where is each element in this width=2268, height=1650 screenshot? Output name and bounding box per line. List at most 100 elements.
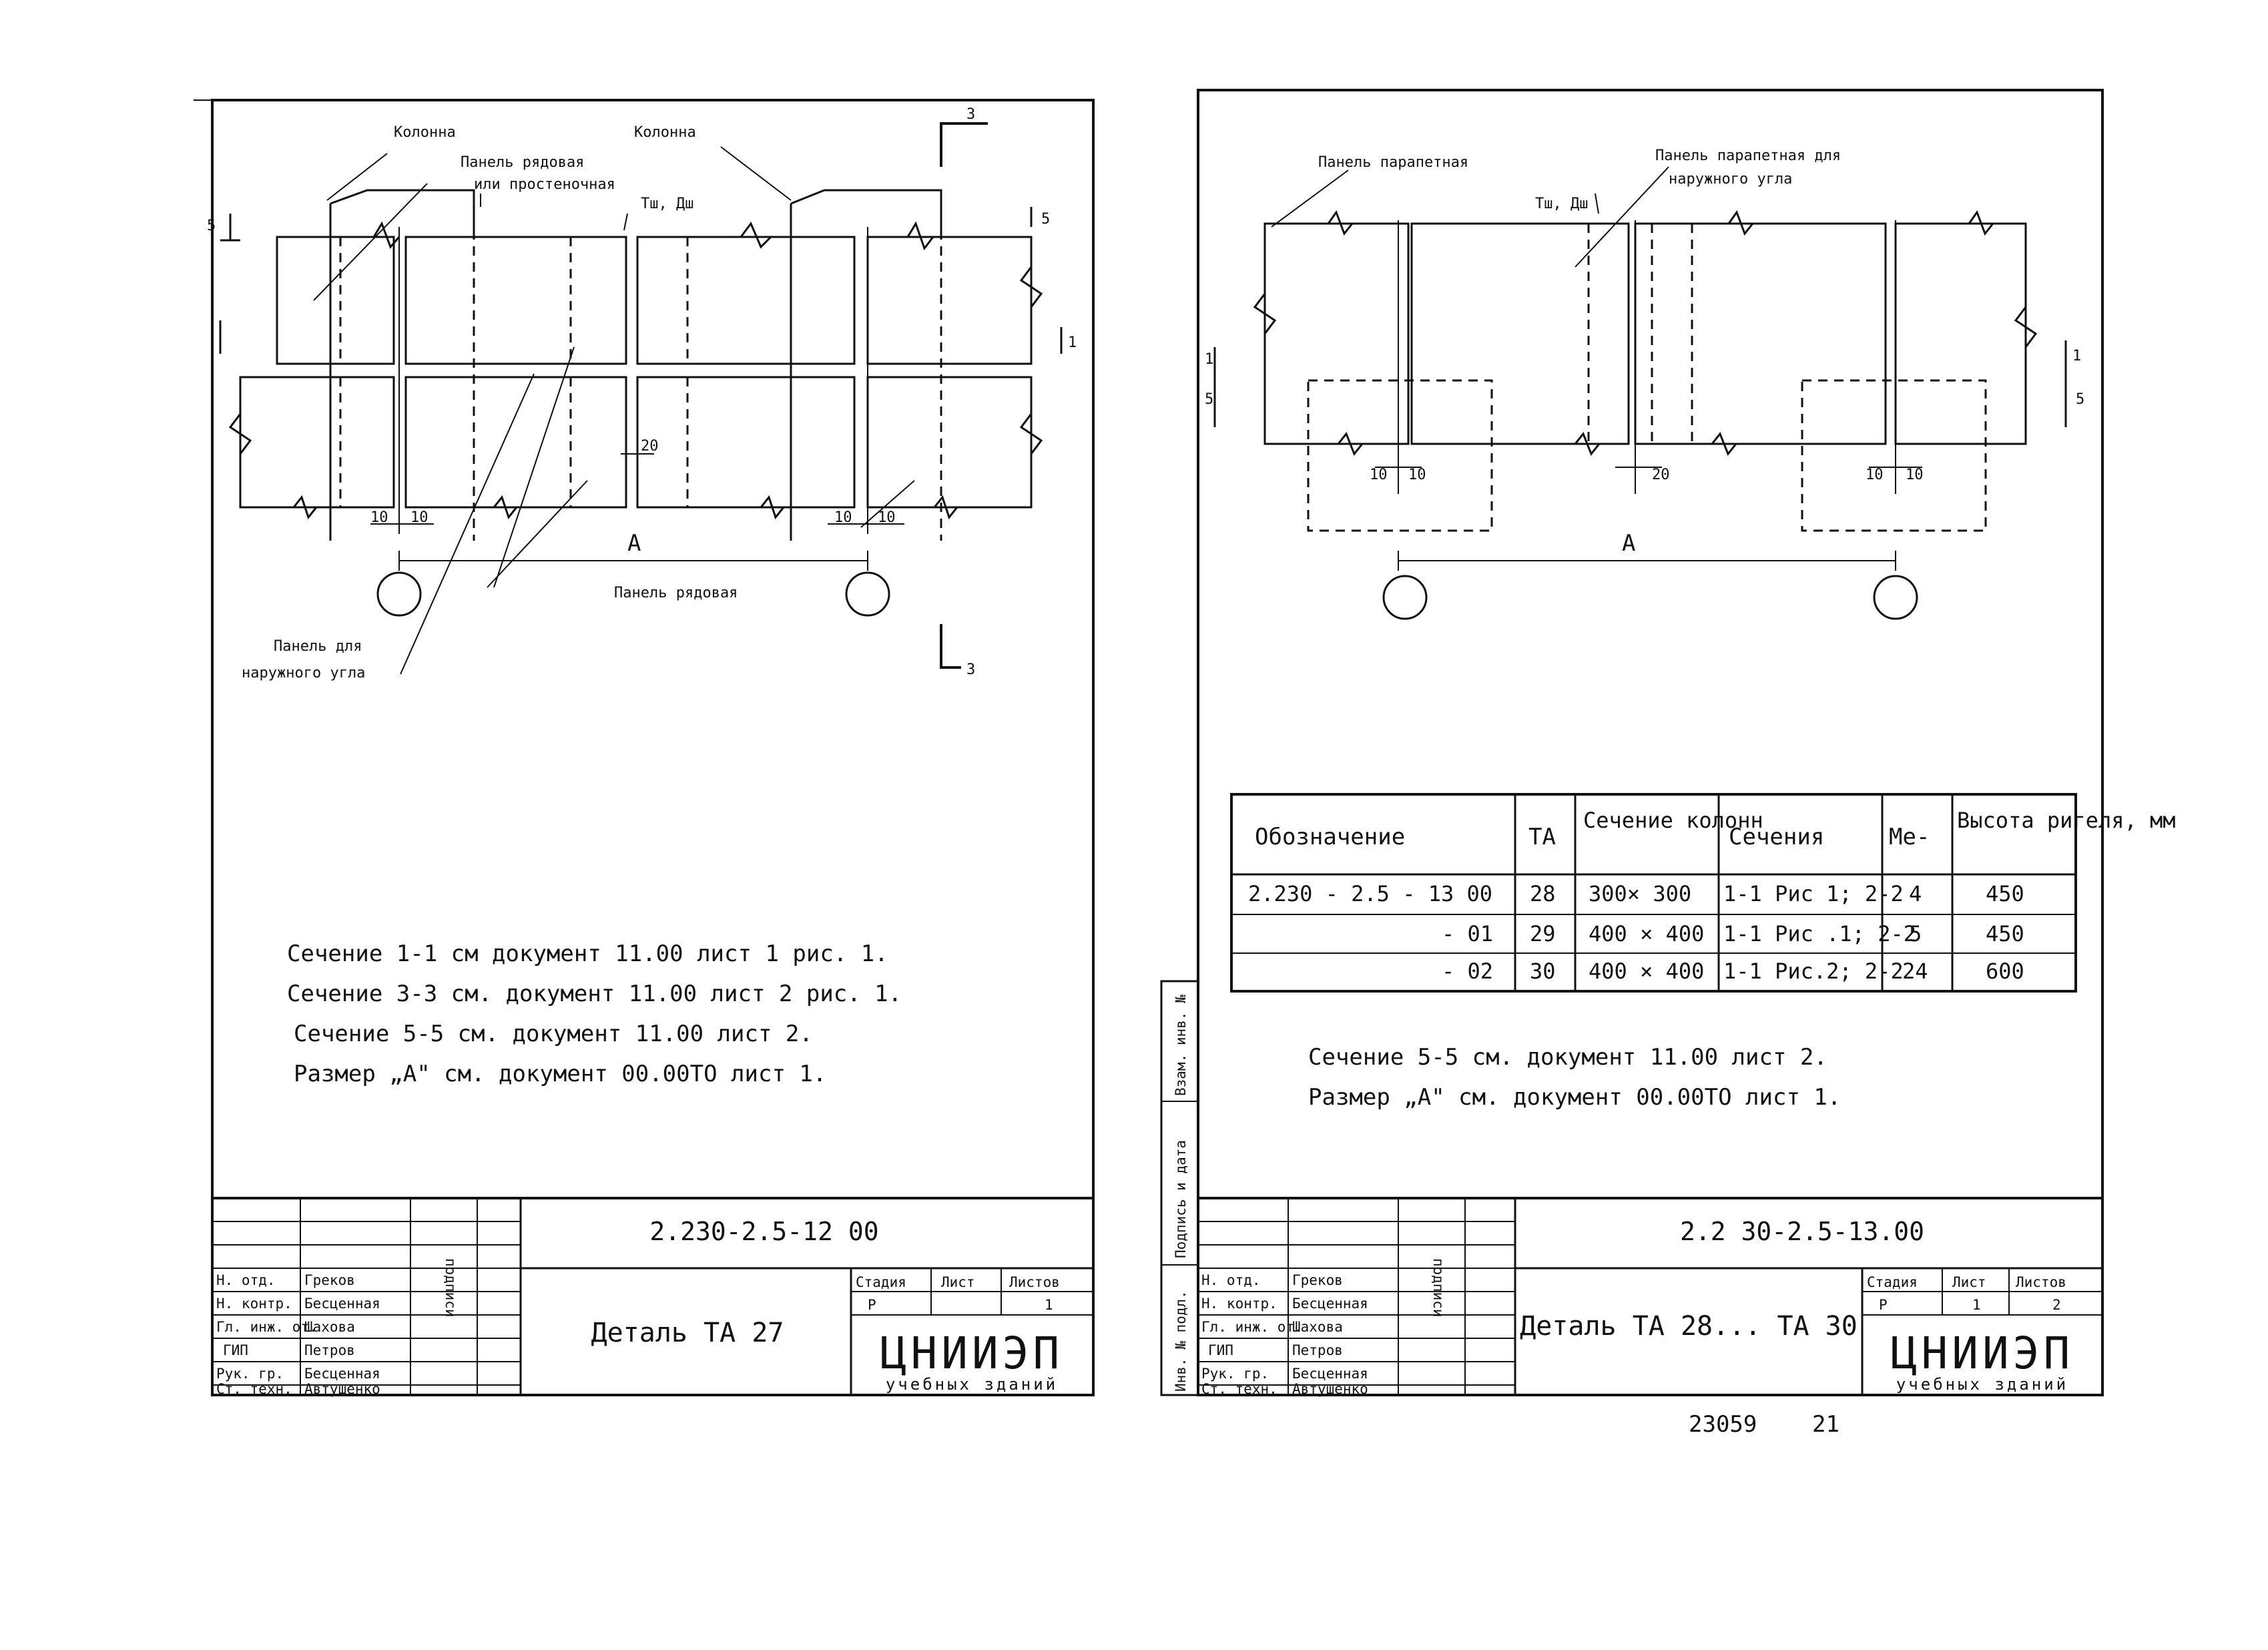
- role-name: Греков: [304, 1272, 355, 1288]
- label-panel-corner: Панель для: [274, 638, 362, 655]
- dim-10-label: 10: [1866, 467, 1884, 483]
- mark-1-right: 1: [2072, 348, 2081, 364]
- role-name: Шахова: [1292, 1319, 1343, 1335]
- dashed-columns: [1307, 220, 1987, 532]
- role-name: Греков: [1292, 1272, 1343, 1288]
- role-label: Гл. инж. от.: [216, 1319, 318, 1335]
- stage-header: Стадия: [856, 1274, 906, 1290]
- dimension-a: [370, 453, 904, 571]
- label-kolonna-right: Колонна: [634, 124, 696, 141]
- label-tsh-dsh-2: Тш, Дш: [1535, 196, 1588, 212]
- table-header: Сечения: [1729, 824, 1824, 850]
- mark-3-bottom: 3: [966, 661, 975, 678]
- role-label: Ст. техн.: [216, 1381, 292, 1397]
- table-cell: 29: [1530, 921, 1556, 946]
- parapet-panels: [1253, 210, 2038, 456]
- role-name: Бесценная: [304, 1296, 380, 1312]
- role-label: Гл. инж. от.: [1201, 1319, 1303, 1335]
- signature-column: подписи: [1430, 1258, 1446, 1318]
- role-name: Бесценная: [1292, 1296, 1368, 1312]
- sheet-1-frame: [211, 99, 1095, 1396]
- mark-5-left: 5: [207, 218, 216, 234]
- table-header: Сечение колонн: [1583, 808, 1763, 833]
- table-cell: 1-1 Рис .1; 2-2: [1723, 921, 1916, 946]
- role-label: Н. контр.: [216, 1296, 292, 1312]
- leaders: [313, 146, 915, 675]
- table-cell: - 02: [1442, 958, 1493, 984]
- label-panel-parapet-corner-2: наружного угла: [1669, 171, 1792, 188]
- sheet-1: [194, 99, 1095, 1396]
- dim-a-label-2: А: [1622, 530, 1635, 557]
- note-line: Сечение 5-5 см. документ 11.00 лист 2.: [1308, 1044, 1827, 1071]
- role-label: Н. контр.: [1201, 1296, 1278, 1312]
- table-cell: 400 × 400: [1589, 958, 1704, 984]
- label-kolonna-left: Колонна: [394, 124, 456, 141]
- lower-panel-row: [228, 376, 1043, 520]
- signature-column: подписи: [443, 1258, 459, 1318]
- sheet-2: [1160, 89, 2104, 1396]
- sheet-header: Лист: [1952, 1274, 1986, 1290]
- sheets-header: Листов: [1009, 1274, 1060, 1290]
- table-cell: 450: [1986, 881, 2024, 906]
- table-header: ТА: [1528, 824, 1556, 850]
- stamp-label: Подпись и дата: [1173, 1140, 1189, 1258]
- mark-5-right: 5: [2076, 391, 2084, 408]
- role-label: Н. отд.: [216, 1272, 276, 1288]
- sheet-header: Лист: [941, 1274, 975, 1290]
- sheet-1-text: Колонна Колонна Панель рядовая или прост…: [207, 106, 1077, 1397]
- drawing-title: Деталь ТА 27: [591, 1318, 784, 1348]
- role-name: Шахова: [304, 1319, 355, 1335]
- table-cell: 600: [1986, 958, 2024, 984]
- table-cell: 30: [1530, 958, 1556, 984]
- page-number: 21: [1812, 1411, 1839, 1438]
- stage-value: Р: [868, 1297, 876, 1313]
- label-panel-corner-2: наружного угла: [242, 665, 365, 681]
- mark-5-right: 5: [1041, 211, 1050, 228]
- org-subtitle: учебных зданий: [886, 1375, 1058, 1394]
- axis-marker-left-2: [1382, 575, 1428, 620]
- table-cell: - 01: [1442, 921, 1493, 946]
- table-header: Обозначение: [1255, 824, 1405, 850]
- dim-10-label: 10: [410, 509, 429, 526]
- dim-10-label: 10: [1408, 467, 1426, 483]
- stamp-label: Инв. № подл.: [1173, 1290, 1189, 1392]
- sheets-header: Листов: [2016, 1274, 2066, 1290]
- doc-code: 2.230-2.5-12 00: [649, 1217, 878, 1246]
- axis-marker-left: [376, 571, 422, 617]
- table-cell: 4: [1909, 881, 1922, 906]
- dim-20-label-2: 20: [1652, 467, 1670, 483]
- role-label: ГИП: [223, 1342, 248, 1358]
- sheet-2-title-block: [1197, 1197, 2104, 1396]
- dim-10-label: 10: [1906, 467, 1924, 483]
- table-cell: 28: [1530, 881, 1556, 906]
- role-name: Петров: [304, 1342, 355, 1358]
- table-cell: 300× 300: [1589, 881, 1691, 906]
- axis-marker-right-2: [1873, 575, 1918, 620]
- stage-value: Р: [1879, 1297, 1888, 1313]
- org-logo: ЦНИИЭП: [880, 1328, 1063, 1379]
- sheets-value: 1: [1045, 1297, 1053, 1313]
- columns: [329, 189, 942, 541]
- dim-10-label: 10: [878, 509, 896, 526]
- table-grid: [1230, 793, 2077, 993]
- role-label: Рук. гр.: [1201, 1366, 1269, 1382]
- org-logo: ЦНИИЭП: [1891, 1328, 2074, 1379]
- mark-5-left: 5: [1205, 391, 1213, 408]
- table-cell: 5: [1909, 921, 1922, 946]
- role-name: Автушенко: [1292, 1381, 1368, 1397]
- label-panel-row: Панель рядовая: [614, 585, 738, 601]
- label-panel-parapet-corner: Панель парапетная для: [1655, 148, 1841, 164]
- note-line: Сечение 5-5 см. документ 11.00 лист 2.: [294, 1021, 813, 1047]
- label-panel-row-pier-2: или простеночная: [474, 176, 615, 193]
- side-stamp: [1160, 980, 1199, 1396]
- mark-3-top: 3: [966, 106, 975, 123]
- role-name: Автушенко: [304, 1381, 380, 1397]
- dimension-a-2: [1375, 467, 1922, 571]
- mark-1-left: 1: [1205, 351, 1213, 368]
- dim-10-label: 10: [1370, 467, 1388, 483]
- inventory-number: 23059: [1689, 1411, 1757, 1438]
- note-line: Сечение 1-1 см документ 11.00 лист 1 рис…: [287, 940, 888, 967]
- mark-1-right: 1: [1068, 334, 1077, 351]
- section-3-marks: [940, 122, 988, 669]
- label-tsh-dsh: Тш, Дш: [641, 196, 693, 212]
